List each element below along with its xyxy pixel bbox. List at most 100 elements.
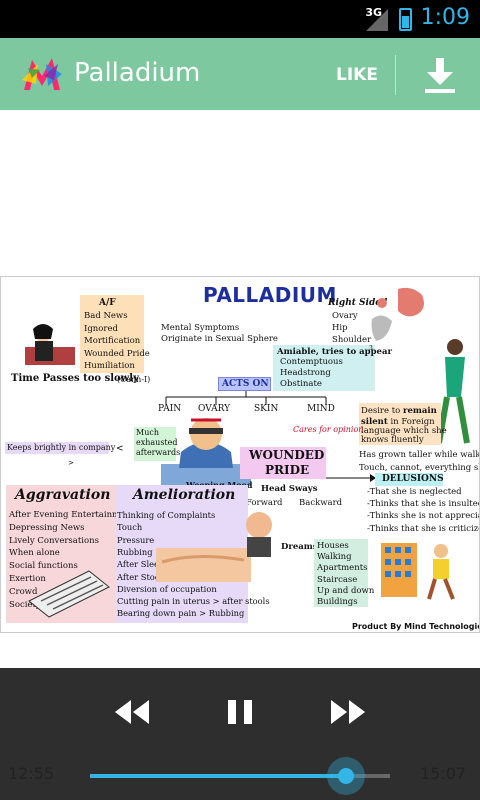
delusions-title: DELUSIONS (382, 474, 444, 484)
keeps-brightly: Keeps brightly in company (7, 443, 116, 452)
aggravation-item: Lively Conversations (9, 535, 99, 546)
dream-item: Walking (317, 552, 352, 563)
acts-on-pain: PAIN (158, 404, 182, 414)
af-title: A/F (99, 298, 116, 308)
mental-symptom: Originate in Sexual Sphere (161, 334, 278, 344)
af-item: Ignored (84, 323, 118, 334)
head-sways: Head Sways (261, 484, 318, 494)
aggravation-item: Social functions (9, 561, 78, 572)
amelioration-item: Bearing down pain > Rubbing (117, 608, 245, 619)
buildings-walker-illustration (381, 543, 455, 600)
amelioration-item: Cutting pain in uterus > after stools (117, 596, 270, 607)
right-sided-item: Ovary (332, 311, 358, 321)
amiable-item: Contemptuous (280, 357, 343, 367)
signal-icon (366, 9, 388, 31)
desire-line-1: Desire to remain (361, 406, 437, 416)
keeps-brightly-box (5, 442, 109, 454)
amiable-box (273, 345, 375, 391)
grown-taller-1: Has grown taller while walking (359, 450, 480, 460)
seek-progress (90, 774, 346, 778)
amelioration-item: Touch (117, 522, 143, 533)
mental-symptom: Mental Symptoms (161, 323, 240, 333)
action-bar: Palladium LIKE (0, 38, 480, 110)
right-sided-item: Hip (332, 323, 348, 333)
acts-on-mind: MIND (307, 404, 335, 414)
amiable-label: Amiable, tries to appear (277, 347, 392, 357)
acts-on-branches (165, 391, 327, 405)
dream-item: Apartments (317, 563, 368, 574)
desire-line-2: silent in Foreign (361, 417, 435, 427)
acts-on-box (218, 377, 271, 391)
wounded-pride-1: WOUNDED (249, 448, 325, 462)
acts-on-label: ACTS ON (222, 379, 269, 389)
dream-item: Buildings (317, 597, 358, 607)
download-icon[interactable] (422, 54, 458, 94)
acts-on-ovary: OVARY (198, 404, 231, 414)
credit: Product By Mind Technologies (352, 622, 480, 631)
amelioration-item: After Stools (117, 571, 167, 582)
delusion-item: -Thinks that she is criticized (367, 523, 480, 534)
aggravation-item: After Evening Entertainment (9, 510, 135, 520)
seek-thumb[interactable] (326, 757, 365, 795)
fast-forward-icon[interactable] (329, 698, 367, 726)
af-item: Bad News (84, 311, 128, 321)
dream-item: Staircase (317, 574, 358, 585)
aggravation-item: Exertion (9, 574, 46, 584)
dream-item: Houses (317, 541, 349, 551)
amelioration-item: After Sleep (117, 559, 165, 570)
like-button[interactable]: LIKE (336, 65, 378, 85)
amiable-item: Headstrong (280, 368, 331, 378)
elapsed-time: 12:55 (8, 764, 55, 783)
pause-icon[interactable] (226, 698, 254, 726)
aggravation-item: When alone (9, 548, 60, 559)
desire-line-3: language which she (361, 426, 447, 436)
less-than-symbol: < (116, 444, 124, 454)
app-title: Palladium (74, 58, 201, 88)
right-sided-title: Right Sided (328, 298, 388, 308)
exhausted-box (134, 427, 176, 461)
greater-than-symbol: > (68, 459, 74, 467)
time-passes: Time Passes too slowly (11, 373, 139, 384)
af-item: Wounded Pride (84, 348, 150, 359)
amelioration-item: Thinking of Complaints (117, 510, 216, 520)
delusion-item: -That she is neglected (367, 487, 462, 497)
acts-on-skin: SKIN (254, 404, 279, 414)
desire-box (359, 403, 441, 445)
amiable-sup: 3 (369, 345, 373, 352)
exhausted-1: Much (136, 428, 159, 437)
exhausted-3: afterwards (136, 448, 181, 457)
amelioration-title: Amelioration (133, 487, 236, 503)
wounded-pride-box (240, 447, 326, 479)
exhausted-2: exhausted (136, 438, 178, 447)
delusion-item: -Thinks she is not appreciated (367, 511, 479, 522)
af-item: Humiliation (84, 361, 135, 371)
time-passes-note: (Cann-I) (117, 375, 151, 384)
delusions-arrow (326, 474, 376, 482)
grown-taller-2: Touch, cannot, everything she (359, 463, 480, 473)
butterfly-logo-icon[interactable] (18, 50, 66, 98)
aggravation-item: Depressing News (9, 522, 85, 533)
amiable-item: Obstinate (280, 379, 322, 389)
poster-title: PALLADIUM (203, 283, 337, 307)
status-bar: 3G 1:09 (0, 0, 480, 38)
anatomy-illustration (371, 287, 424, 341)
amelioration-item: Diversion of occupation (117, 583, 217, 594)
dream-item: Up and down (317, 585, 375, 596)
right-sided-item: Shoulder (332, 335, 372, 345)
desire-line-4: knows fluently (361, 435, 424, 445)
aggravation-item: Society (9, 599, 41, 610)
delusion-item: -Thinks that she is insulted (367, 499, 480, 510)
thinking-man-illustration (246, 512, 272, 557)
aggravation-title: Aggravation (15, 487, 111, 503)
amelioration-item: Rubbing (117, 546, 153, 557)
af-item: Mortification (84, 336, 141, 346)
cares-for-opinion: Cares for opinion (293, 425, 364, 434)
actionbar-divider (395, 55, 396, 95)
rewind-icon[interactable] (113, 698, 151, 726)
newspaper-illustration (28, 570, 110, 618)
dreams-title: Dreams (281, 542, 318, 552)
af-box (80, 295, 144, 373)
total-time: 15:07 (420, 764, 467, 783)
head-sways-forward: Forward (246, 498, 283, 508)
